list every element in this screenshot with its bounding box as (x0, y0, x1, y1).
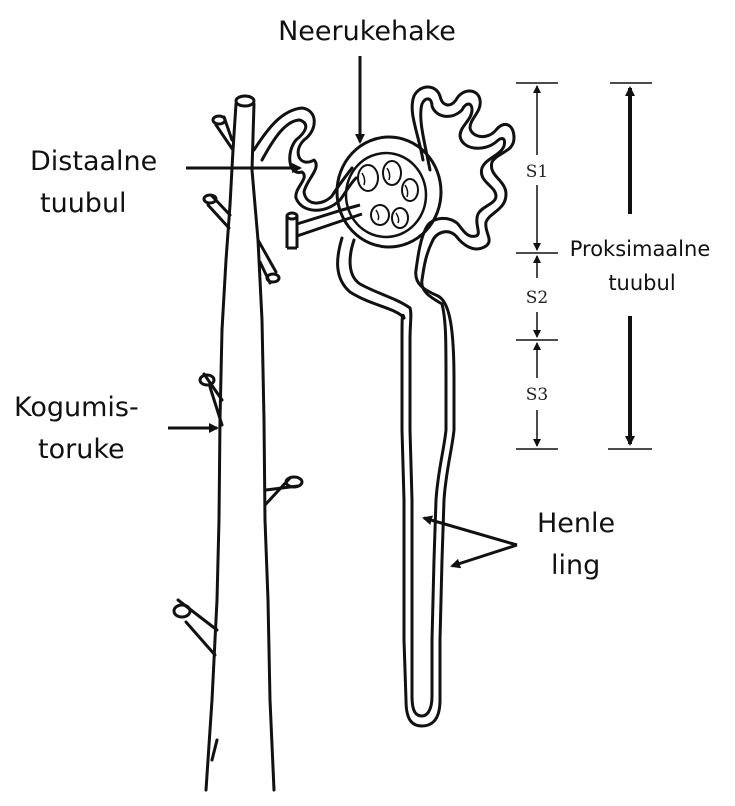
loop-of-henle (402, 270, 454, 726)
proximal-tubule (412, 87, 514, 280)
connecting-tubule (338, 238, 410, 318)
label-henle-line1: Henle (537, 508, 615, 539)
label-collecting-line1: Kogumis- (14, 392, 139, 423)
collecting-duct (174, 96, 302, 790)
arrow-henle-2 (452, 545, 517, 566)
proximal-ruler (608, 83, 652, 449)
label-distal-line2: tuubul (40, 188, 127, 219)
label-distal-line1: Distaalne (30, 146, 157, 177)
segment-s2: S2 (526, 288, 548, 308)
distal-tubule (254, 108, 356, 210)
arrow-henle-1 (424, 518, 517, 545)
label-glomerulus: Neerukehake (278, 16, 456, 47)
label-collecting-line2: toruke (38, 434, 125, 465)
label-proximal-line1: Proksimaalne (570, 237, 711, 261)
label-proximal-line2: tuubul (608, 271, 675, 295)
segment-s1: S1 (526, 162, 548, 182)
segment-s3: S3 (526, 385, 548, 405)
small-duct-stub (287, 213, 297, 248)
label-henle-line2: ling (551, 550, 600, 581)
